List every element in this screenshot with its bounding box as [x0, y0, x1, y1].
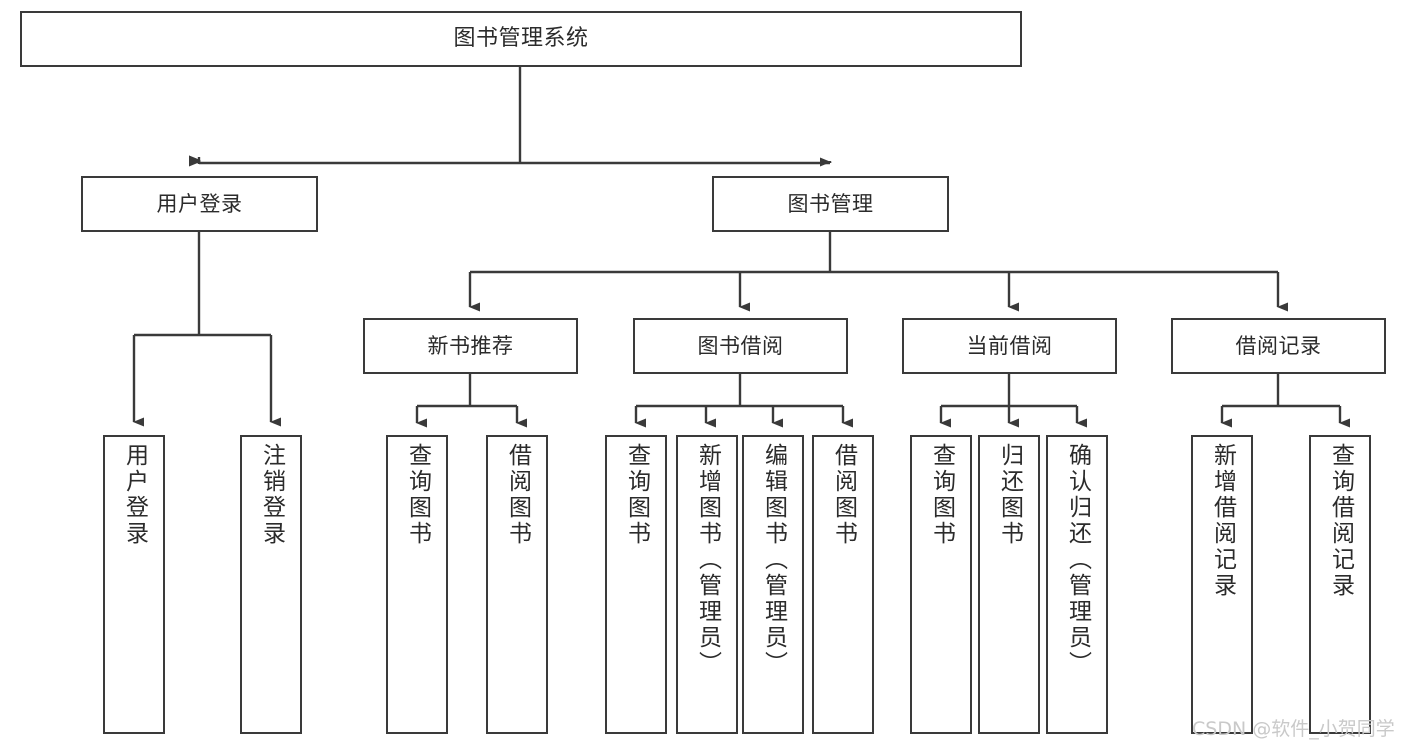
- node-label: 查询借阅记录: [1327, 443, 1354, 599]
- node-label: 借阅记录: [1235, 333, 1322, 358]
- node-borrow-record[interactable]: 借阅记录: [1171, 318, 1386, 374]
- node-label: 确认归还（管理员）: [1064, 443, 1091, 677]
- leaf-user-login-logout[interactable]: 注销登录: [240, 435, 302, 734]
- leaf-record-add-record[interactable]: 新增借阅记录: [1191, 435, 1253, 734]
- node-label: 图书管理: [787, 191, 874, 216]
- node-label: 查询图书: [928, 443, 955, 547]
- node-user-login[interactable]: 用户登录: [81, 176, 318, 232]
- leaf-user-login-login[interactable]: 用户登录: [103, 435, 165, 734]
- leaf-record-query-record[interactable]: 查询借阅记录: [1309, 435, 1371, 734]
- node-label: 查询图书: [404, 443, 431, 547]
- node-book-borrow[interactable]: 图书借阅: [633, 318, 848, 374]
- node-label: 查询图书: [623, 443, 650, 547]
- node-label: 用户登录: [121, 443, 148, 547]
- node-label: 编辑图书（管理员）: [760, 443, 787, 677]
- leaf-current-return-book[interactable]: 归还图书: [978, 435, 1040, 734]
- node-new-book-recommend[interactable]: 新书推荐: [363, 318, 578, 374]
- node-label: 当前借阅: [966, 333, 1053, 358]
- node-label: 新书推荐: [427, 333, 514, 358]
- node-label: 注销登录: [258, 443, 285, 547]
- leaf-current-confirm-return-admin[interactable]: 确认归还（管理员）: [1046, 435, 1108, 734]
- node-label: 借阅图书: [830, 443, 857, 547]
- node-label: 图书管理系统: [453, 26, 589, 52]
- node-current-borrow[interactable]: 当前借阅: [902, 318, 1117, 374]
- leaf-current-query-book[interactable]: 查询图书: [910, 435, 972, 734]
- leaf-recommend-query-book[interactable]: 查询图书: [386, 435, 448, 734]
- node-label: 借阅图书: [504, 443, 531, 547]
- node-root-book-management-system[interactable]: 图书管理系统: [20, 11, 1022, 67]
- leaf-borrow-edit-book-admin[interactable]: 编辑图书（管理员）: [742, 435, 804, 734]
- leaf-borrow-add-book-admin[interactable]: 新增图书（管理员）: [676, 435, 738, 734]
- node-label: 图书借阅: [697, 333, 784, 358]
- leaf-borrow-borrow-book[interactable]: 借阅图书: [812, 435, 874, 734]
- leaf-borrow-query-book[interactable]: 查询图书: [605, 435, 667, 734]
- node-label: 新增借阅记录: [1209, 443, 1236, 599]
- leaf-recommend-borrow-book[interactable]: 借阅图书: [486, 435, 548, 734]
- node-label: 归还图书: [996, 443, 1023, 547]
- node-book-management[interactable]: 图书管理: [712, 176, 949, 232]
- node-label: 新增图书（管理员）: [694, 443, 721, 677]
- node-label: 用户登录: [156, 191, 243, 216]
- csdn-watermark: CSDN @软件_小贺同学: [1192, 718, 1395, 740]
